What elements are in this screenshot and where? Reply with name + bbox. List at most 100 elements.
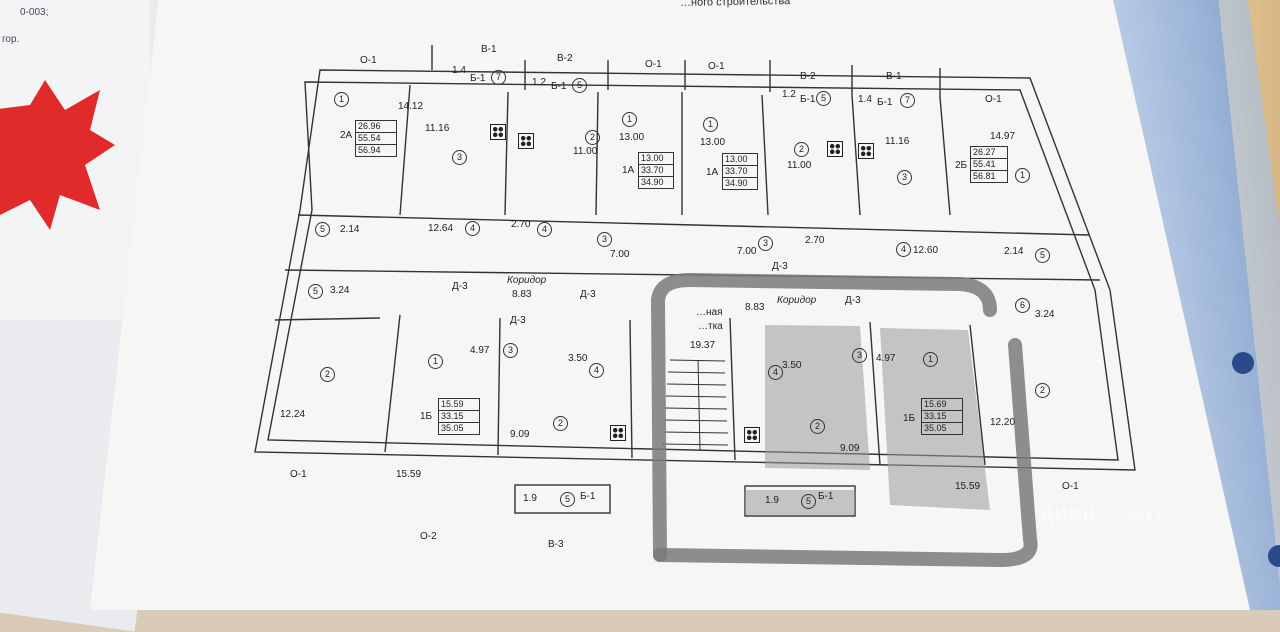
floor-plan-drawing — [254, 45, 1136, 568]
room-number: 1 — [334, 92, 349, 107]
room-area: 11.00 — [573, 146, 598, 157]
corridor-label: Коридор — [777, 295, 817, 306]
axis-label: В-3 — [548, 539, 564, 550]
room-number: 2 — [794, 142, 809, 157]
axis-label: О-1 — [708, 61, 725, 72]
apartment-type: 2А — [340, 130, 353, 141]
room-number: 2 — [320, 367, 335, 382]
room-area: 2.70 — [805, 235, 825, 246]
room-number: 1 — [703, 117, 718, 132]
room-area: 7.00 — [737, 246, 757, 257]
punch-hole — [1268, 545, 1280, 567]
room-number: 4 — [768, 365, 783, 380]
room-number: 3 — [597, 232, 612, 247]
room-number: 2 — [553, 416, 568, 431]
maple-leaf-logo — [0, 80, 115, 230]
balcony-number: 7 — [900, 93, 915, 108]
room-number: 3 — [852, 348, 867, 363]
room-area: 12.24 — [280, 409, 306, 420]
balcony-code: Б-1 — [800, 94, 816, 105]
apartment-type: 1Б — [420, 411, 433, 422]
stair-label: …ная — [696, 307, 723, 318]
room-area: 13.00 — [700, 137, 726, 148]
room-area: 3.50 — [568, 353, 588, 364]
axis-label: В-1 — [481, 44, 497, 55]
room-area: 8.83 — [745, 302, 765, 313]
balcony-area: 1.2 — [532, 77, 546, 88]
room-area: 8.83 — [512, 289, 532, 300]
room-number: 3 — [503, 343, 518, 358]
apartment-type: 1А — [622, 165, 635, 176]
room-area: 3.24 — [330, 285, 350, 296]
room-number: 5 — [315, 222, 330, 237]
room-area: 9.09 — [510, 429, 530, 440]
balcony-code: Б-1 — [877, 97, 893, 108]
door-label: Д-3 — [452, 281, 468, 292]
note-text: 0-003; — [20, 7, 49, 18]
axis-label: О-1 — [985, 94, 1002, 105]
stove-icon — [490, 124, 506, 140]
door-label: Д-3 — [510, 315, 526, 326]
punch-hole — [1232, 352, 1254, 374]
stove-icon — [744, 427, 760, 443]
room-area: 12.64 — [428, 223, 454, 234]
balcony-area: 1.4 — [452, 65, 466, 76]
room-number: 2 — [585, 130, 600, 145]
axis-label: В-2 — [557, 53, 573, 64]
balcony-area: 1.9 — [523, 493, 537, 504]
stove-icon — [858, 143, 874, 159]
room-area: 2.14 — [340, 224, 360, 235]
apartment-type: 1Б — [903, 413, 916, 424]
room-number: 1 — [428, 354, 443, 369]
axis-label: О-1 — [645, 59, 662, 70]
axis-label: В-1 — [886, 71, 902, 82]
stove-icon — [610, 425, 626, 441]
stove-icon — [827, 141, 843, 157]
room-number: 5 — [1035, 248, 1050, 263]
balcony-number: 7 — [491, 70, 506, 85]
axis-label: О-1 — [360, 55, 377, 66]
room-area: 7.00 — [610, 249, 630, 260]
room-area: 14.12 — [398, 101, 424, 112]
room-number: 3 — [452, 150, 467, 165]
door-label: Д-3 — [772, 261, 788, 272]
apartment-type: 2Б — [955, 160, 968, 171]
watermark: циан …70517 — [1040, 500, 1163, 525]
room-number: 3 — [897, 170, 912, 185]
room-area: 12.60 — [913, 245, 939, 256]
room-number: 1 — [923, 352, 938, 367]
door-label: Д-3 — [580, 289, 596, 300]
room-number: 2 — [1035, 383, 1050, 398]
room-area: 4.97 — [470, 345, 490, 356]
balcony-area: 1.2 — [782, 89, 796, 100]
room-area: 2.70 — [511, 219, 531, 230]
balcony-area: 1.9 — [765, 495, 779, 506]
room-area: 15.59 — [955, 481, 981, 492]
room-area: 11.16 — [425, 123, 450, 134]
room-area: 11.16 — [885, 136, 910, 147]
room-area: 2.14 — [1004, 246, 1024, 257]
room-area: 14.97 — [990, 131, 1016, 142]
balcony-number: 5 — [572, 78, 587, 93]
balcony-code: Б-1 — [580, 491, 596, 502]
balcony-area: 1.4 — [858, 94, 872, 105]
balcony-number: 5 — [816, 91, 831, 106]
room-number: 4 — [537, 222, 552, 237]
floor-plan-sheet — [90, 0, 1250, 610]
room-area: 13.00 — [619, 132, 645, 143]
room-area: 4.97 — [876, 353, 896, 364]
room-number: 6 — [1015, 298, 1030, 313]
room-number: 1 — [1015, 168, 1030, 183]
axis-label: О-1 — [290, 469, 307, 480]
room-number: 4 — [465, 221, 480, 236]
room-number: 4 — [896, 242, 911, 257]
room-area: 11.00 — [787, 160, 812, 171]
balcony-number: 5 — [801, 494, 816, 509]
stove-icon — [518, 133, 534, 149]
